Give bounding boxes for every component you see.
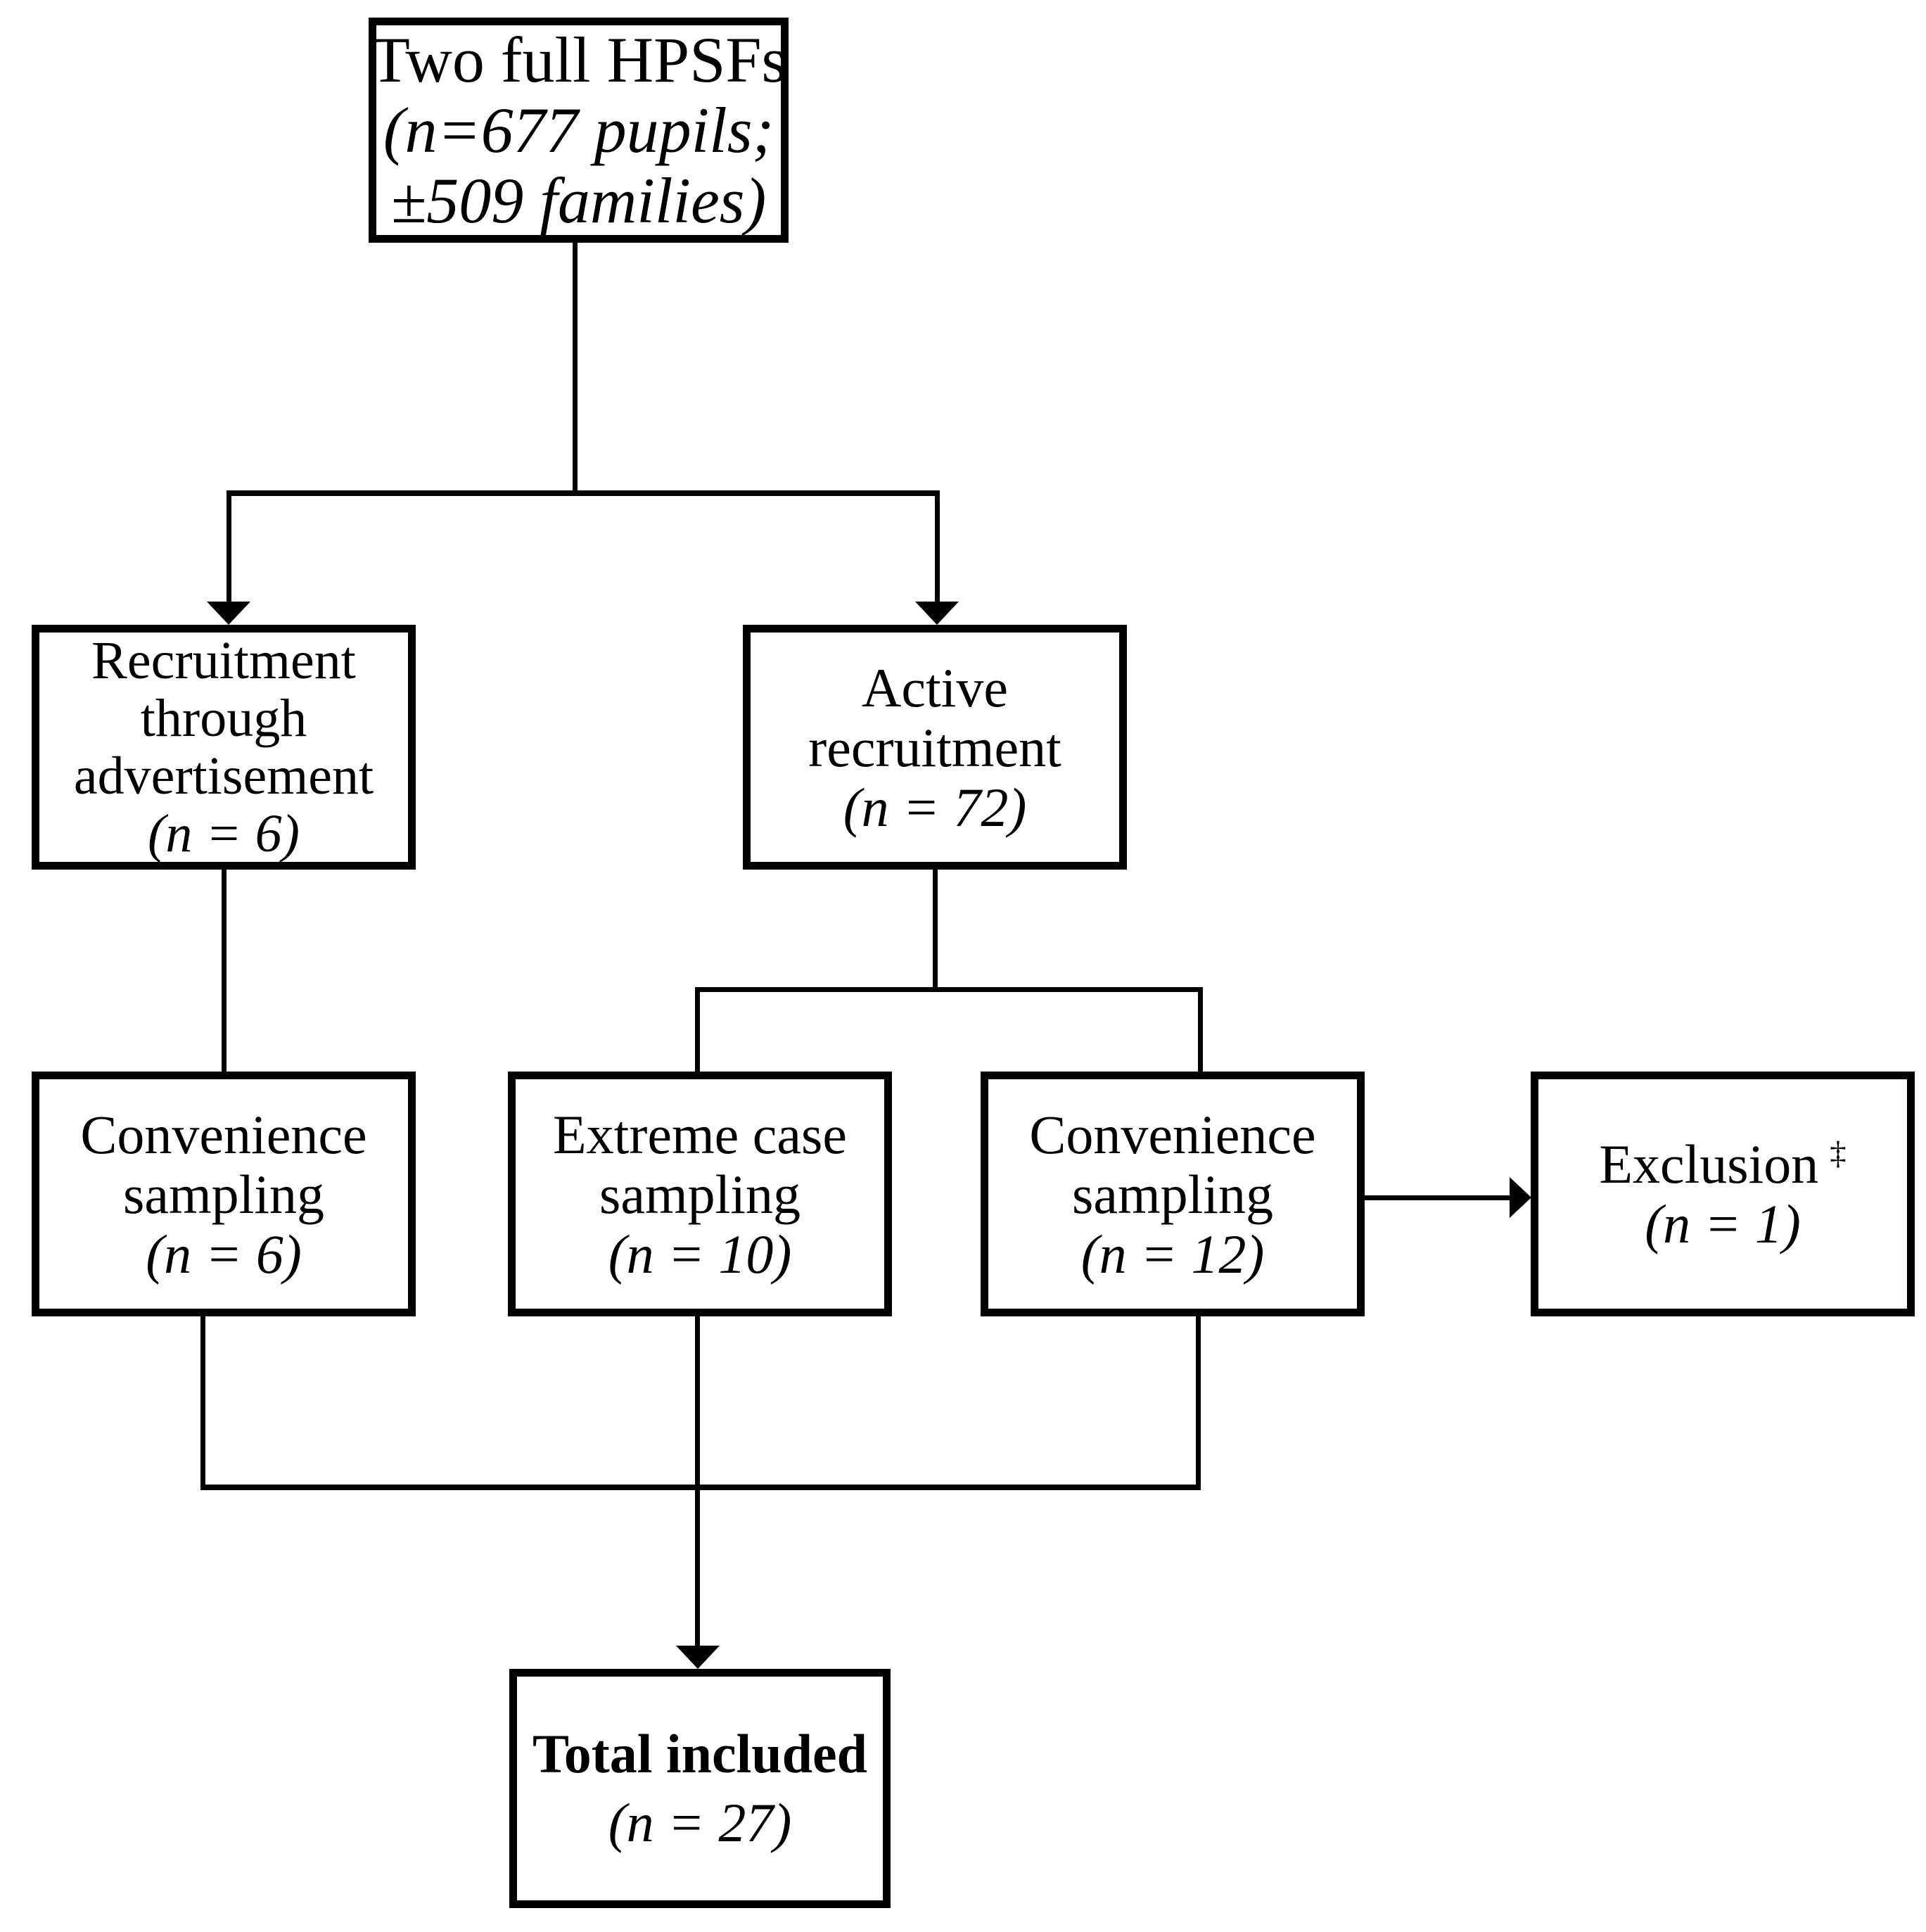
node-label: sampling: [599, 1163, 801, 1225]
connector-convenience-left-down: [200, 1312, 205, 1489]
footnote-dagger-mark: ‡: [1830, 1135, 1847, 1171]
connector-active-branch: [695, 987, 1203, 992]
connector-to-exclusion: [1362, 1195, 1511, 1200]
node-label: Exclusion ‡: [1599, 1134, 1846, 1194]
node-label: through: [140, 689, 307, 748]
node-count: ±509 families): [390, 165, 767, 236]
connector-to-active: [935, 490, 940, 604]
node-recruitment-advertisement: Recruitment through advertisement (n = 6…: [32, 625, 416, 870]
connector-source-stem: [573, 243, 578, 495]
node-convenience-sampling-right: Convenience sampling (n = 12): [981, 1072, 1365, 1316]
node-label: sampling: [123, 1163, 324, 1225]
arrowhead-into-total: [676, 1646, 720, 1669]
node-active-recruitment: Active recruitment (n = 72): [743, 625, 1127, 870]
node-two-full-hpsfs: Two full HPSFs (n=677 pupils; ±509 famil…: [369, 18, 789, 243]
connector-to-advertisement: [227, 490, 231, 604]
connector-to-convenience-right: [1198, 987, 1203, 1074]
node-count: (n = 6): [146, 1223, 302, 1285]
node-label: Recruitment: [91, 631, 356, 690]
node-label: Active: [862, 656, 1008, 718]
arrowhead-into-active: [915, 602, 959, 625]
node-label: Extreme case: [553, 1103, 847, 1165]
node-label: sampling: [1072, 1163, 1273, 1225]
connector-top-branch: [227, 490, 940, 496]
connector-to-extreme-case: [695, 987, 700, 1074]
node-label: Convenience: [1029, 1103, 1316, 1165]
connector-merge-junction: [200, 1485, 1201, 1490]
exclusion-label: Exclusion: [1599, 1133, 1819, 1195]
connector-convenience-right-down: [1196, 1312, 1201, 1489]
node-count: (n = 27): [608, 1792, 792, 1853]
arrowhead-into-advertisement: [207, 602, 250, 625]
node-label: advertisement: [73, 746, 374, 806]
node-extreme-case-sampling: Extreme case sampling (n = 10): [508, 1072, 892, 1316]
node-convenience-sampling-left: Convenience sampling (n = 6): [32, 1072, 416, 1316]
node-label: Convenience: [80, 1103, 367, 1165]
node-total-included: Total included (n = 27): [509, 1669, 891, 1908]
node-label: Total included: [532, 1723, 868, 1784]
node-count: (n = 72): [843, 776, 1027, 838]
node-label: Two full HPSFs: [370, 24, 787, 96]
connector-active-stem: [933, 867, 938, 992]
node-count: (n = 12): [1080, 1223, 1265, 1285]
node-count: (n = 10): [608, 1223, 792, 1285]
node-count: (n=677 pupils;: [383, 94, 774, 166]
node-count: (n = 1): [1645, 1193, 1801, 1254]
arrowhead-into-exclusion: [1510, 1177, 1531, 1218]
connector-advertisement-to-convenience-left: [222, 867, 227, 1074]
connector-extreme-case-to-total: [695, 1312, 700, 1648]
node-label: recruitment: [808, 716, 1061, 778]
node-exclusion: Exclusion ‡ (n = 1): [1531, 1072, 1915, 1316]
node-count: (n = 6): [148, 804, 300, 863]
